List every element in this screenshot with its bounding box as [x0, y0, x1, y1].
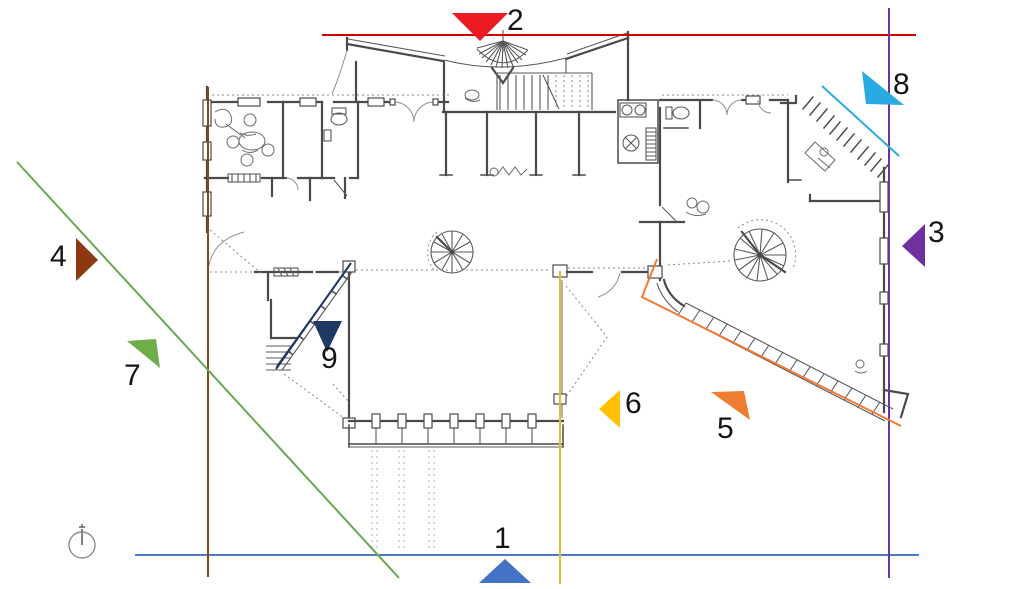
section-line-orange-stair[interactable] — [640, 258, 902, 427]
section-line-navy-ramp[interactable] — [275, 262, 352, 370]
marker-3-label[interactable]: 3 — [928, 216, 945, 249]
marker-3-triangle[interactable] — [902, 224, 925, 267]
marker-8-triangle[interactable] — [862, 71, 904, 105]
marker-4-triangle[interactable] — [76, 238, 98, 281]
marker-9-triangle[interactable] — [313, 321, 342, 352]
marker-5-label[interactable]: 5 — [717, 412, 734, 445]
plan-large-spiral-stair — [733, 219, 797, 282]
plan-small-spiral-stair — [427, 230, 474, 274]
marker-7-triangle[interactable] — [127, 339, 160, 368]
marker-7-label[interactable]: 7 — [124, 359, 141, 392]
section-line-green-diagonal[interactable] — [16, 161, 400, 579]
plan-lower-hall — [332, 260, 663, 552]
plan-middle-rooms-and-stair — [439, 72, 702, 282]
marker-4-label[interactable]: 4 — [50, 240, 67, 273]
plan-left-wing — [202, 85, 450, 234]
marker-1-triangle[interactable] — [479, 559, 531, 583]
marker-2-triangle[interactable] — [452, 13, 508, 41]
north-compass-icon — [68, 524, 96, 559]
marker-6-label[interactable]: 6 — [625, 387, 642, 420]
marker-5-triangle[interactable] — [711, 391, 750, 420]
marker-8-label[interactable]: 8 — [893, 68, 910, 101]
section-line-cyan-diagonal[interactable] — [821, 85, 900, 157]
marker-6-triangle[interactable] — [599, 390, 620, 428]
plan-long-diagonal-stair — [656, 278, 894, 422]
marker-1-label[interactable]: 1 — [494, 522, 511, 555]
marker-9-label[interactable]: 9 — [321, 342, 338, 375]
marker-2-label[interactable]: 2 — [507, 4, 524, 37]
